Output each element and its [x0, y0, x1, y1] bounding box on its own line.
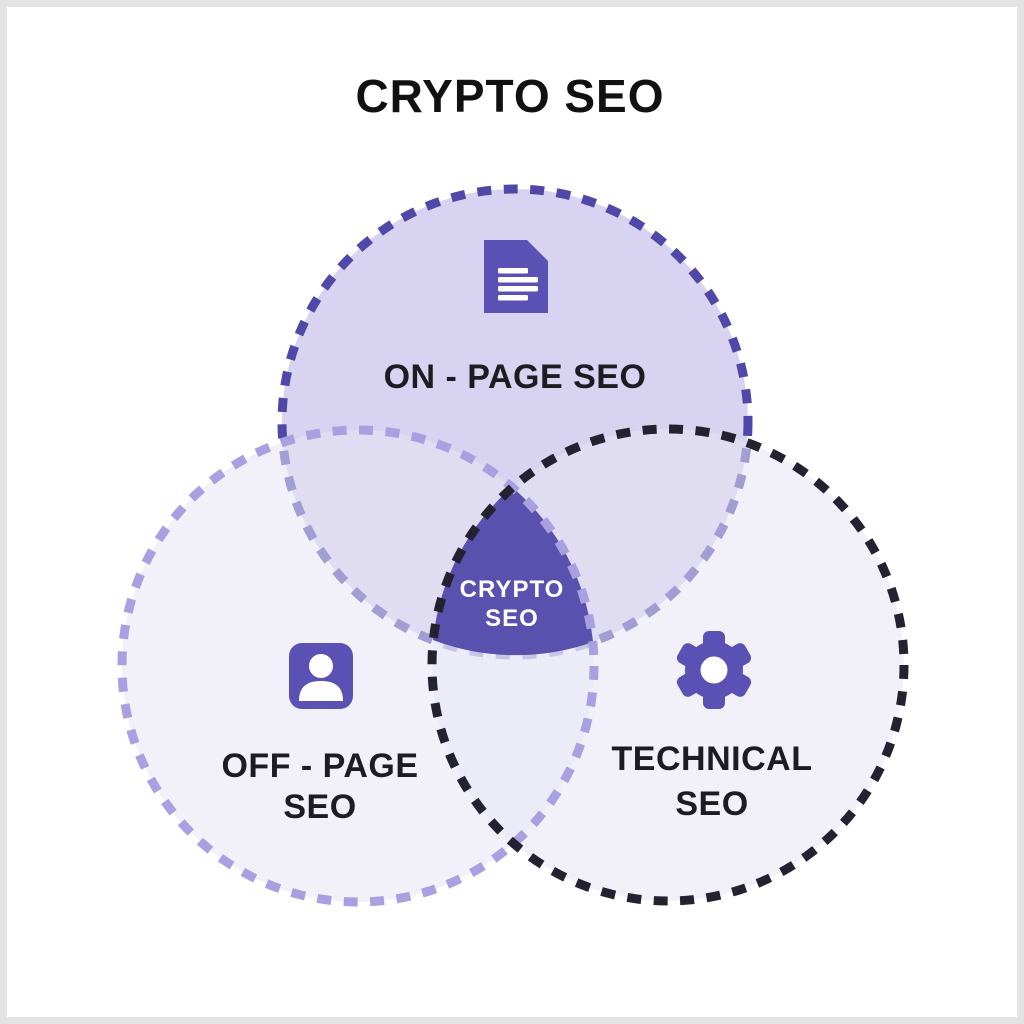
- off-page-circle-border: [117, 425, 599, 907]
- off-page-label-line2: SEO: [283, 788, 356, 826]
- center-label-line2: SEO: [485, 605, 539, 632]
- user-icon: [289, 643, 353, 709]
- on-page-circle-border: [277, 184, 753, 660]
- on-page-label: ON - PAGE SEO: [384, 358, 647, 396]
- document-icon: [484, 240, 548, 313]
- off-page-label-line1: OFF - PAGE: [221, 747, 418, 785]
- technical-circle-border: [427, 424, 909, 906]
- center-label-line1: CRYPTO: [460, 576, 565, 603]
- center-intersection-shape: [433, 487, 593, 656]
- technical-label-line2: SEO: [675, 785, 748, 823]
- technical-label-line1: TECHNICAL: [612, 740, 813, 778]
- gear-icon: [676, 631, 752, 709]
- page-title: CRYPTO SEO: [355, 70, 664, 122]
